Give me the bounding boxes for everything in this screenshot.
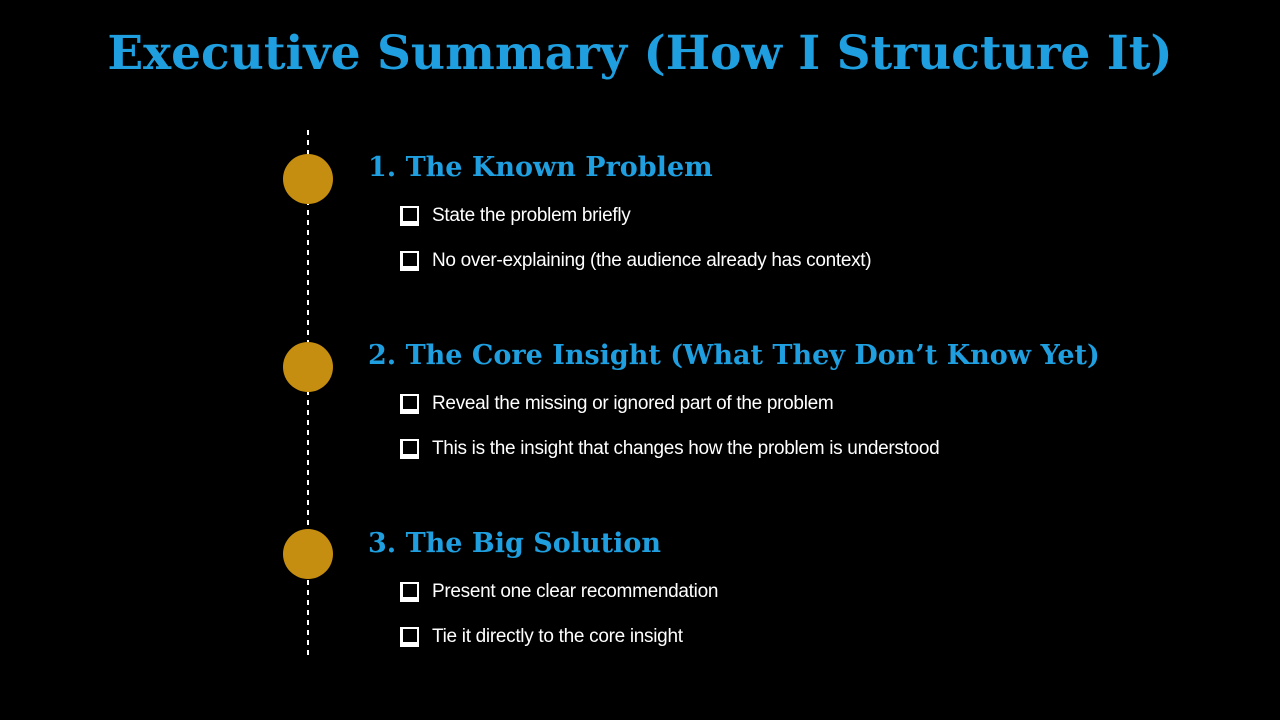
timeline-dot-1 bbox=[283, 154, 333, 204]
bullet-list: Present one clear recommendation Tie it … bbox=[400, 580, 1128, 649]
section-heading: 2. The Core Insight (What They Don’t Kno… bbox=[368, 340, 1100, 371]
slide-title: Executive Summary (How I Structure It) bbox=[107, 26, 1173, 81]
empty-checkbox-icon bbox=[400, 206, 419, 226]
bullet-item: Reveal the missing or ignored part of th… bbox=[400, 392, 1128, 416]
timeline-dot-3 bbox=[283, 529, 333, 579]
bullet-item: Tie it directly to the core insight bbox=[400, 625, 1128, 649]
section-known-problem: 1. The Known Problem State the problem b… bbox=[368, 151, 1128, 294]
bullet-text: Reveal the missing or ignored part of th… bbox=[432, 393, 834, 414]
section-big-solution: 3. The Big Solution Present one clear re… bbox=[368, 527, 1128, 670]
bullet-text: State the problem briefly bbox=[432, 205, 631, 226]
bullet-list: Reveal the missing or ignored part of th… bbox=[400, 392, 1128, 461]
bullet-item: No over-explaining (the audience already… bbox=[400, 249, 1128, 273]
bullet-list: State the problem briefly No over-explai… bbox=[400, 204, 1128, 273]
section-heading: 1. The Known Problem bbox=[368, 152, 713, 183]
bullet-item: State the problem briefly bbox=[400, 204, 1128, 228]
section-heading: 3. The Big Solution bbox=[368, 528, 662, 559]
bullet-text: No over-explaining (the audience already… bbox=[432, 250, 872, 271]
bullet-text: This is the insight that changes how the… bbox=[432, 438, 940, 459]
empty-checkbox-icon bbox=[400, 582, 419, 602]
bullet-item: Present one clear recommendation bbox=[400, 580, 1128, 604]
empty-checkbox-icon bbox=[400, 251, 419, 271]
empty-checkbox-icon bbox=[400, 439, 419, 459]
timeline-dot-2 bbox=[283, 342, 333, 392]
empty-checkbox-icon bbox=[400, 394, 419, 414]
bullet-text: Present one clear recommendation bbox=[432, 581, 719, 602]
bullet-text: Tie it directly to the core insight bbox=[432, 626, 683, 647]
bullet-item: This is the insight that changes how the… bbox=[400, 437, 1128, 461]
timeline-dashed-line bbox=[307, 130, 309, 660]
section-core-insight: 2. The Core Insight (What They Don’t Kno… bbox=[368, 339, 1128, 482]
empty-checkbox-icon bbox=[400, 627, 419, 647]
